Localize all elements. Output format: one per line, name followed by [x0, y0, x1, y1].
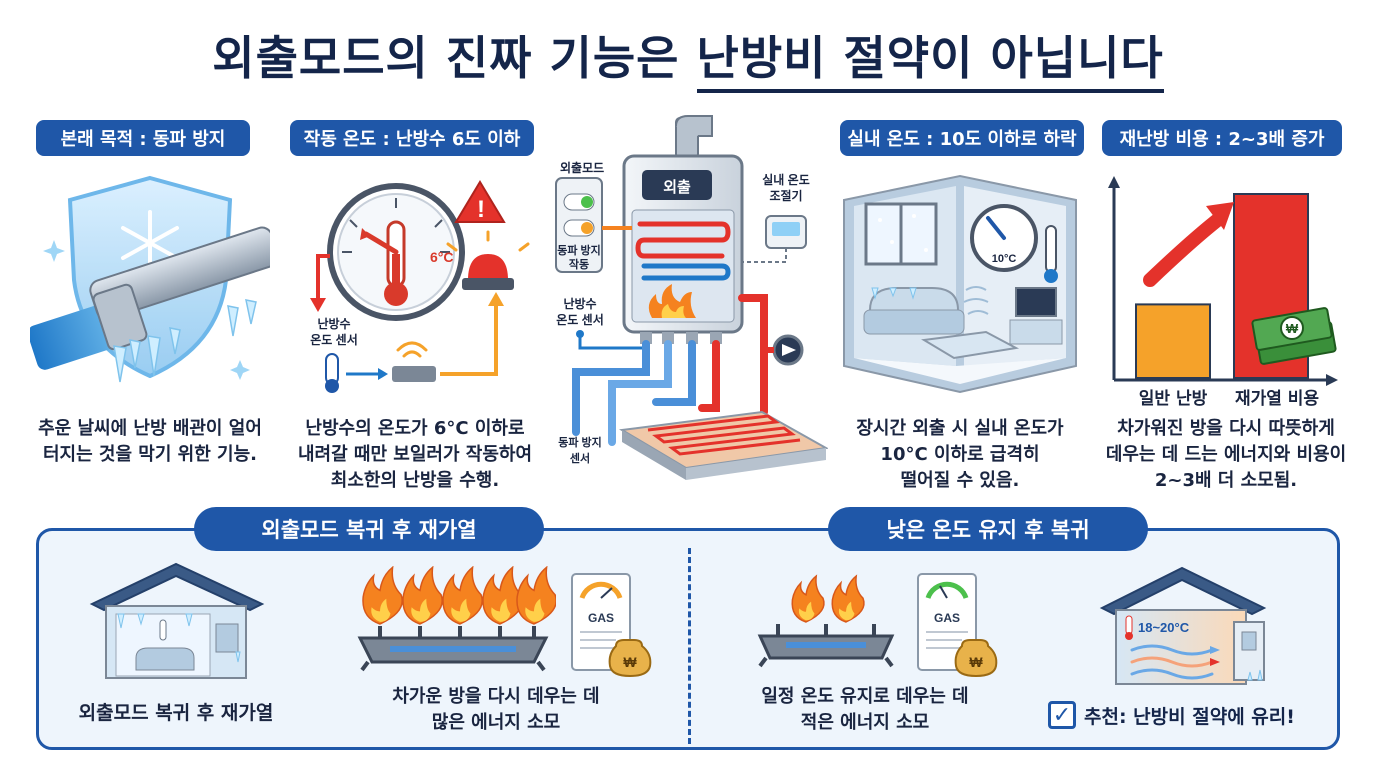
pill-purpose: 본래 목적 : 동파 방지 — [36, 120, 250, 156]
boiler-flame-icon — [648, 284, 696, 318]
gas-bill-low: GAS ₩ — [912, 570, 1002, 680]
caption-purpose: 추운 날씨에 난방 배관이 얼어 터지는 것을 막기 위한 기능. — [38, 418, 262, 465]
money-stack-icon: ₩ — [1251, 307, 1337, 365]
flame-core — [371, 598, 391, 622]
cold-room-illustration: 10°C — [840, 170, 1080, 398]
water-sensor-label-1: 난방수 — [563, 296, 596, 311]
thermometer-icon — [1045, 225, 1057, 273]
gauge-needle — [363, 231, 399, 255]
high-energy-burner — [350, 566, 556, 676]
section-divider — [688, 548, 691, 744]
floor-sensor-label-2: 센서 — [570, 451, 590, 465]
warning-icon — [454, 180, 506, 223]
caption-indoor-temp: 장시간 외출 시 실내 온도가 10°C 이하로 급격히 떨어질 수 있음. — [856, 418, 1064, 491]
check-icon: ✓ — [1048, 701, 1076, 729]
caption-high-energy: 차가운 방을 다시 데우는 데 많은 에너지 소모 — [392, 686, 600, 733]
flame-core — [838, 601, 855, 621]
water-sensor-label-2: 온도 센서 — [556, 312, 604, 327]
flame-row-small — [791, 574, 865, 623]
pill-indoor-temp: 실내 온도 : 10도 이하로 하락 — [840, 120, 1084, 156]
title-part1: 외출모드의 진짜 기능은 — [212, 31, 697, 85]
pill-reheat-cost: 재난방 비용 : 2~3배 증가 — [1102, 120, 1342, 156]
low-energy-burner — [752, 574, 900, 674]
away-mode-label: 외출모드 — [560, 160, 604, 175]
page-title: 외출모드의 진짜 기능은 난방비 절약이 아닙니다 — [0, 22, 1376, 93]
gas-label: GAS — [934, 611, 960, 625]
alarm-light-icon — [468, 254, 508, 280]
chart-category-reheat: 재가열 비용 — [1234, 389, 1320, 409]
title-highlight: 난방비 절약이 아닙니다 — [696, 31, 1164, 93]
tv-icon — [1015, 287, 1057, 317]
svg-text:₩: ₩ — [1286, 321, 1299, 336]
section-pill-reheat: 외출모드 복귀 후 재가열 — [194, 507, 544, 551]
table-icon — [921, 330, 1020, 360]
warm-house-icon: 18~20°C — [1098, 562, 1278, 688]
pill-operating-temp: 작동 온도 : 난방수 6도 이하 — [290, 120, 534, 156]
svg-text:!: ! — [477, 196, 485, 223]
caption-reheat-cost: 차가워진 방을 다시 따뜻하게 데우는 데 드는 에너지와 비용이 2~3배 더… — [1105, 418, 1347, 491]
caption-low-energy: 일정 온도 유지로 데우는 데 적은 에너지 소모 — [761, 686, 969, 733]
cold-house-icon — [86, 560, 266, 680]
wifi-icon — [396, 341, 428, 358]
flame-core — [798, 601, 815, 621]
money-bag-icon — [608, 639, 652, 678]
reheat-cost-chart: ₩ — [1100, 170, 1346, 410]
warm-temp-label: 18~20°C — [1138, 620, 1190, 635]
sensor-device — [392, 366, 436, 382]
thermostat-label-1: 실내 온도 — [762, 172, 810, 187]
freeze-protect-label-2: 작동 — [569, 257, 589, 271]
boiler-system-illustration: 외출 외출모드 동파 방지 작동 실내 온도 조절기 난방수 온도 센서 — [552, 112, 828, 504]
flame-core — [525, 598, 545, 622]
flame-core — [411, 598, 431, 622]
recommendation-text: 추천: 난방비 절약에 유리! — [1084, 705, 1295, 728]
flame-core — [451, 598, 471, 622]
bar-0 — [1135, 303, 1211, 379]
gas-bill-high: GAS ₩ — [566, 570, 656, 680]
chart-category-normal: 일반 난방 — [1138, 389, 1208, 409]
floor-sensor-label-1: 동파 방지 — [558, 435, 602, 449]
thermostat-label-2: 조절기 — [769, 188, 802, 203]
room-temp-label: 10°C — [992, 253, 1017, 265]
caption-cold-house: 외출모드 복귀 후 재가열 — [78, 702, 274, 724]
flame-row-large — [362, 566, 556, 625]
svg-text:₩: ₩ — [623, 654, 637, 670]
sensor-label-line1: 난방수 — [317, 316, 350, 331]
svg-text:₩: ₩ — [969, 654, 983, 670]
sensor-label-line2: 온도 센서 — [310, 332, 358, 347]
flame-core — [491, 598, 511, 622]
increase-arrow — [1143, 211, 1227, 287]
boiler-screen-label: 외출 — [663, 178, 691, 196]
gas-label: GAS — [588, 611, 614, 625]
money-bag-icon — [954, 639, 998, 678]
recommendation: ✓ 추천: 난방비 절약에 유리! — [1048, 695, 1295, 735]
section-pill-maintain: 낮은 온도 유지 후 복귀 — [828, 507, 1148, 551]
freeze-protect-label-1: 동파 방지 — [557, 243, 601, 257]
caption-operating-temp: 난방수의 온도가 6°C 이하로 내려갈 때만 보일러가 작동하여 최소한의 난… — [297, 418, 533, 491]
gauge-value-label: 6°C — [430, 249, 454, 265]
operating-temp-illustration: 6°C ! 난방수 온도 센서 — [290, 170, 540, 398]
frozen-pipe-illustration — [30, 170, 270, 398]
